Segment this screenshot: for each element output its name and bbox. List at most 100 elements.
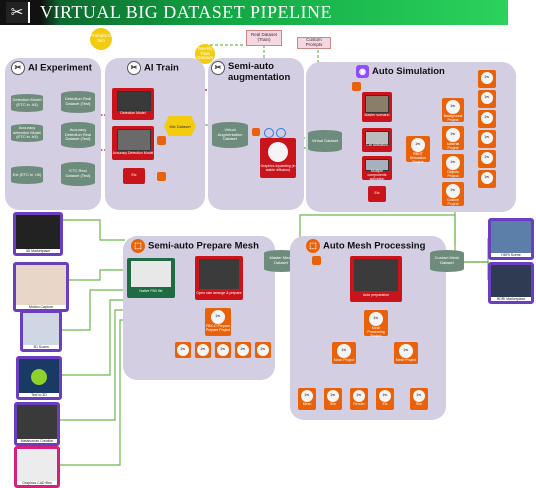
motion-capture-source[interactable]: Motion Capture — [13, 262, 69, 312]
virtual-dataset[interactable]: Virtual Dataset — [308, 130, 342, 152]
text-to-3d-source[interactable]: Text to 3D — [16, 356, 62, 400]
model-thumbnail — [117, 91, 151, 111]
apple-icon — [31, 369, 47, 385]
sim-leaf-node[interactable]: ✂ — [478, 130, 496, 148]
simulation-project-node[interactable]: ✂ RBOT Simulation Project — [406, 136, 430, 164]
3d-scann-source[interactable]: 3D Scann — [20, 310, 62, 352]
tools-icon: ✂ — [481, 92, 493, 104]
sim-etc-node[interactable]: Etc — [368, 186, 386, 202]
panel-title-ai-experiment: ✂AI Experiment — [11, 61, 92, 75]
settings-icon[interactable] — [157, 172, 166, 181]
mesh-branch-node[interactable]: ✂ Mesh Project — [394, 342, 418, 364]
tools-icon: ✂ — [11, 61, 25, 75]
tools-icon: ✂ — [301, 390, 313, 402]
settings-icon[interactable] — [157, 136, 166, 145]
tools-icon: ✂ — [353, 390, 365, 402]
auto-preparation-node[interactable]: Auto preparation — [350, 256, 402, 302]
3d-marketplace-source[interactable]: 3D Marketplace — [13, 212, 63, 256]
detection-real-dataset-cylinder[interactable]: Detection Real Dataset (Test) — [61, 91, 95, 113]
mesh-processing-project-node[interactable]: ✂ Mesh Processing Project — [364, 310, 388, 338]
tools-icon: ✂ — [127, 61, 141, 75]
prepare-project-node[interactable]: ✂ FBX-O Prepare Prepare Project — [205, 308, 231, 336]
accuracy-model-cylinder[interactable]: Accuracy detection Model (ETC in .h5) — [11, 124, 43, 142]
accuracy-real-dataset-cylinder[interactable]: Accuracy Detection Real Dataset (Test) — [61, 122, 95, 148]
mesh-branch-node[interactable]: ✂ Mesh Project — [332, 342, 356, 364]
crossed-tools-icon: ✂ — [6, 2, 30, 23]
graphics-inpainting-node[interactable]: Graphics Inpainting (in stable diffusion… — [260, 138, 296, 178]
master-mesh-dataset[interactable]: Master Mesh Dataset — [264, 250, 298, 272]
tools-icon: ✂ — [481, 172, 493, 184]
hdri-scene-output[interactable]: HDRI Scene — [488, 218, 534, 260]
sim-leaf-node[interactable]: ✂ — [478, 150, 496, 168]
hdri-marketplace-output[interactable]: HDRI Marketplace — [488, 262, 534, 304]
simulation-icon: ◉ — [356, 65, 369, 78]
sim-leaf-node[interactable]: ✂ — [478, 90, 496, 108]
diffusion-icon — [264, 128, 274, 138]
mesh-leaf-node[interactable]: ✂Sim — [410, 388, 428, 410]
prepare-leaf-node[interactable]: ✂ — [255, 342, 271, 358]
tools-icon: ✂ — [337, 344, 351, 358]
master-scenario-node[interactable]: Master scenario — [362, 92, 392, 122]
mix-dataset-node[interactable]: Mix Dataset — [164, 116, 196, 136]
tools-icon: ✂ — [197, 344, 209, 356]
detection-model-node[interactable]: Detection Model — [112, 88, 154, 120]
tools-icon: ✂ — [399, 344, 413, 358]
mesh-leaf-node[interactable]: ✂Etc — [376, 388, 394, 410]
custom-mesh-dataset[interactable]: Custom Mesh Dataset — [430, 250, 464, 272]
panel-title-semi-auto-prepare-mesh: ⬚Semi-auto Prepare Mesh — [131, 239, 259, 253]
weekly-train-dataset-node[interactable]: Weekly Train Dataset — [195, 44, 215, 64]
tools-icon: ✂ — [177, 344, 189, 356]
prepare-leaf-node[interactable]: ✂ — [195, 342, 211, 358]
mesh-leaf-node[interactable]: ✂Sim — [324, 388, 342, 410]
component-thumbnail — [365, 159, 389, 171]
custom-prompts-node[interactable]: Custom Prompts — [297, 37, 331, 49]
car-activation-node[interactable]: Car activation — [362, 128, 392, 152]
tools-icon: ✂ — [481, 152, 493, 164]
sim-leaf-node[interactable]: ✂ — [478, 170, 496, 188]
prepare-leaf-node[interactable]: ✂ — [215, 342, 231, 358]
sim-leaf-node[interactable]: ✂ — [478, 110, 496, 128]
panel-auto-mesh-processing: ⬚Auto Mesh Processing Auto preparation ✂… — [290, 236, 446, 420]
custom-project-node[interactable]: ✂Custom Project — [442, 182, 464, 206]
graphics-cad-files-source[interactable]: Graphics CAD files — [14, 446, 60, 488]
sim-leaf-node[interactable]: ✂ — [478, 70, 496, 88]
tools-icon: ✂ — [327, 390, 339, 402]
open-size-arrange-node[interactable]: Open size arrange & prepare — [195, 256, 243, 300]
material-project-node[interactable]: ✂Material Project — [442, 126, 464, 150]
native-fbx-node[interactable]: Native FBX file — [127, 258, 175, 298]
header-bar: ✂ VIRTUAL BIG DATASET PIPELINE — [0, 0, 508, 25]
tools-icon: ✂ — [481, 72, 493, 84]
accuracy-model-node[interactable]: Accuracy Detection Model — [112, 126, 154, 160]
mesh-leaf-node[interactable]: ✂Render — [350, 388, 368, 410]
panel-ai-train: ✂AI Train Detection Model Accuracy Detec… — [105, 58, 205, 210]
tools-icon: ✂ — [446, 100, 460, 114]
prepare-leaf-node[interactable]: ✂ — [175, 342, 191, 358]
virtual-augmentation-dataset[interactable]: Virtual Augmentation Dataset — [212, 122, 248, 148]
real-dataset-train-node[interactable]: Real Dataset (Train) — [246, 30, 282, 46]
prompts-to-sim-node[interactable]: Prompts to Sim — [90, 28, 112, 50]
panel-title-auto-mesh-processing: ⬚Auto Mesh Processing — [306, 239, 425, 253]
multiple-components-node[interactable]: Multiple components activation — [362, 156, 392, 181]
background-project-node[interactable]: ✂Background Project — [442, 98, 464, 122]
mesh-leaf-node[interactable]: ✂Mesh — [298, 388, 316, 410]
etc-model-node[interactable]: Etc — [123, 168, 145, 184]
tools-icon: ✂ — [446, 184, 460, 198]
panel-semi-auto-prepare-mesh: ⬚Semi-auto Prepare Mesh Native FBX file … — [123, 236, 275, 380]
tools-icon: ✂ — [446, 128, 460, 142]
objects-project-node[interactable]: ✂Objects Project — [442, 154, 464, 178]
settings-icon[interactable] — [252, 128, 260, 136]
panel-ai-experiment: ✂AI Experiment Detection Model (ETC in .… — [5, 58, 101, 210]
settings-icon[interactable] — [352, 82, 361, 91]
diffusion-icon — [276, 128, 286, 138]
prepare-leaf-node[interactable]: ✂ — [235, 342, 251, 358]
scenario-thumbnail — [365, 95, 389, 113]
tools-icon: ✂ — [211, 61, 225, 75]
metahuman-creation-source[interactable]: Metahuman Creation — [14, 402, 60, 446]
tools-icon: ✂ — [413, 390, 425, 402]
model-thumbnail — [117, 129, 151, 151]
settings-icon[interactable] — [312, 256, 321, 265]
detection-model-cylinder[interactable]: Detection Model (ETC in .h5) — [11, 94, 43, 112]
arrange-thumbnail — [199, 259, 239, 289]
etc-model-cylinder[interactable]: Ext (ETC in .h5) — [11, 166, 43, 184]
etc-real-dataset-cylinder[interactable]: ETC Real Dataset (Test) — [61, 162, 95, 186]
